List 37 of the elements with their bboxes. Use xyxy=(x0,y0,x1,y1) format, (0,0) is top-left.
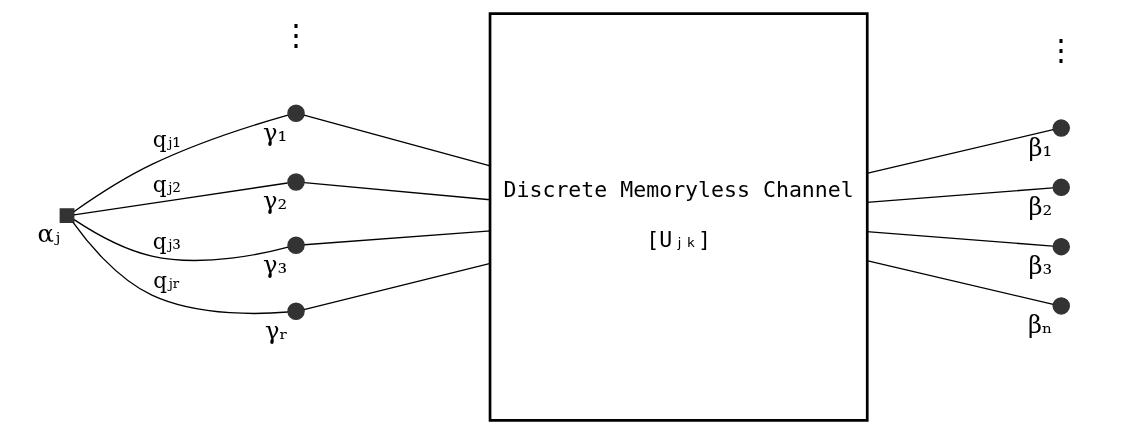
node-label: βₙ xyxy=(1028,310,1053,340)
connector xyxy=(867,128,1054,174)
node-label: β₁ xyxy=(1028,132,1053,162)
label: ⋮ xyxy=(281,17,312,53)
node-circle xyxy=(1052,297,1070,315)
connector xyxy=(303,181,491,201)
node-circle xyxy=(287,302,305,321)
node-label: γ₁ xyxy=(263,117,288,147)
connector xyxy=(73,114,289,213)
node-box: Discrete Memoryless Channel [Uⱼₖ] xyxy=(488,12,869,422)
edge-label: qⱼᵣ xyxy=(153,268,181,294)
connector xyxy=(867,260,1054,306)
connector xyxy=(72,221,289,315)
node-label: β₂ xyxy=(1028,191,1053,221)
label: ⋮ xyxy=(1046,32,1077,68)
connector xyxy=(73,182,289,216)
node-label: αⱼ xyxy=(37,218,61,248)
node-box xyxy=(59,208,75,224)
node-circle xyxy=(1052,178,1070,197)
edge-label: qⱼ₁ xyxy=(152,126,181,152)
node-circle xyxy=(287,173,305,191)
connector xyxy=(303,230,491,246)
node-circle xyxy=(1052,119,1070,137)
node-label: γ₂ xyxy=(263,186,288,216)
connector xyxy=(303,114,491,167)
connector xyxy=(73,218,289,262)
connector xyxy=(867,187,1054,204)
edge-label: qⱼ₂ xyxy=(152,172,181,198)
node-label: β₃ xyxy=(1028,251,1053,281)
node-label: γᵣ xyxy=(265,315,288,345)
connector xyxy=(303,262,491,311)
connector xyxy=(867,230,1054,247)
node-label: γ₃ xyxy=(263,249,288,279)
node-circle xyxy=(287,236,305,255)
node-circle xyxy=(1052,237,1070,256)
edge-label: qⱼ₃ xyxy=(152,229,181,255)
node-circle xyxy=(287,104,305,123)
